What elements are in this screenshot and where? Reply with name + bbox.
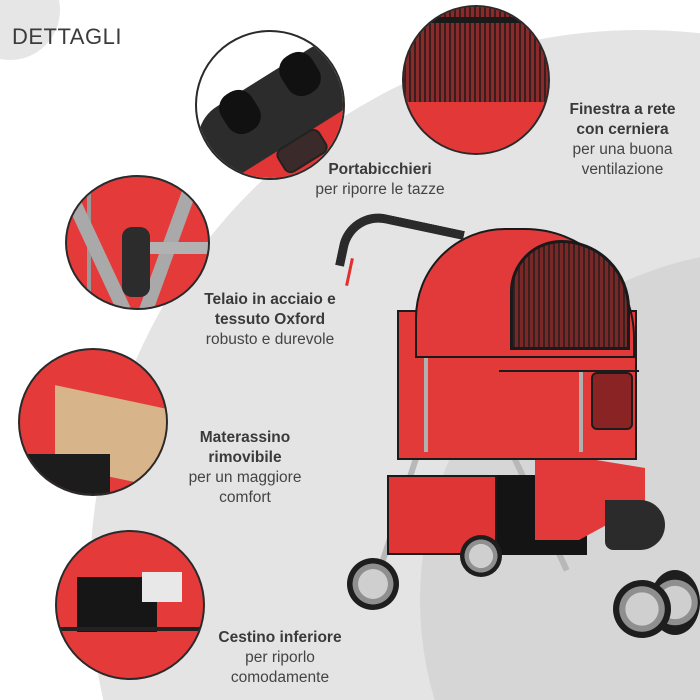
caption-heading: rimovibile <box>208 449 282 466</box>
frame-detail-image <box>65 175 210 310</box>
caption-description: per riporlo <box>245 649 315 666</box>
caption-description: per un maggiore <box>188 469 302 486</box>
caption-heading: tessuto Oxford <box>214 311 326 328</box>
mattress-detail-image <box>18 348 168 496</box>
caption-description: per una buona <box>572 141 673 158</box>
caption-frame: Telaio in acciaio e tessuto Oxford robus… <box>180 290 360 350</box>
page-title: DETTAGLI <box>12 24 122 49</box>
caption-heading: Materassino <box>199 429 291 446</box>
caption-description: ventilazione <box>581 161 664 178</box>
stroller-wheel <box>347 558 399 610</box>
caption-basket: Cestino inferiore per riporlo comodament… <box>200 628 360 688</box>
stroller-mesh-window <box>510 240 630 350</box>
caption-mattress: Materassino rimovibile per un maggiore c… <box>175 428 315 508</box>
caption-heading: Finestra a rete <box>569 101 676 118</box>
caption-heading: Telaio in acciaio e <box>204 291 336 308</box>
basket-detail-image <box>55 530 205 680</box>
stroller-wheel <box>460 535 502 577</box>
caption-description: comodamente <box>230 669 330 686</box>
caption-mesh-window: Finestra a rete con cerniera per una buo… <box>545 100 700 180</box>
stroller-handle <box>335 206 465 290</box>
stroller-wheel <box>613 580 671 638</box>
caption-description: comfort <box>219 489 271 506</box>
mesh-window-detail-image <box>402 5 550 155</box>
stroller-side-window <box>591 372 633 430</box>
caption-cup-holder: Portabicchieri per riporre le tazze <box>300 160 460 200</box>
cup-holder-detail-image <box>195 30 345 180</box>
caption-heading: Portabicchieri <box>328 161 432 178</box>
caption-description: per riporre le tazze <box>315 181 445 198</box>
stroller-front-fender <box>605 500 665 550</box>
pet-stroller-product-image <box>335 206 700 650</box>
caption-heading: con cerniera <box>576 121 669 138</box>
caption-description: robusto e durevole <box>205 331 335 348</box>
caption-heading: Cestino inferiore <box>218 629 342 646</box>
